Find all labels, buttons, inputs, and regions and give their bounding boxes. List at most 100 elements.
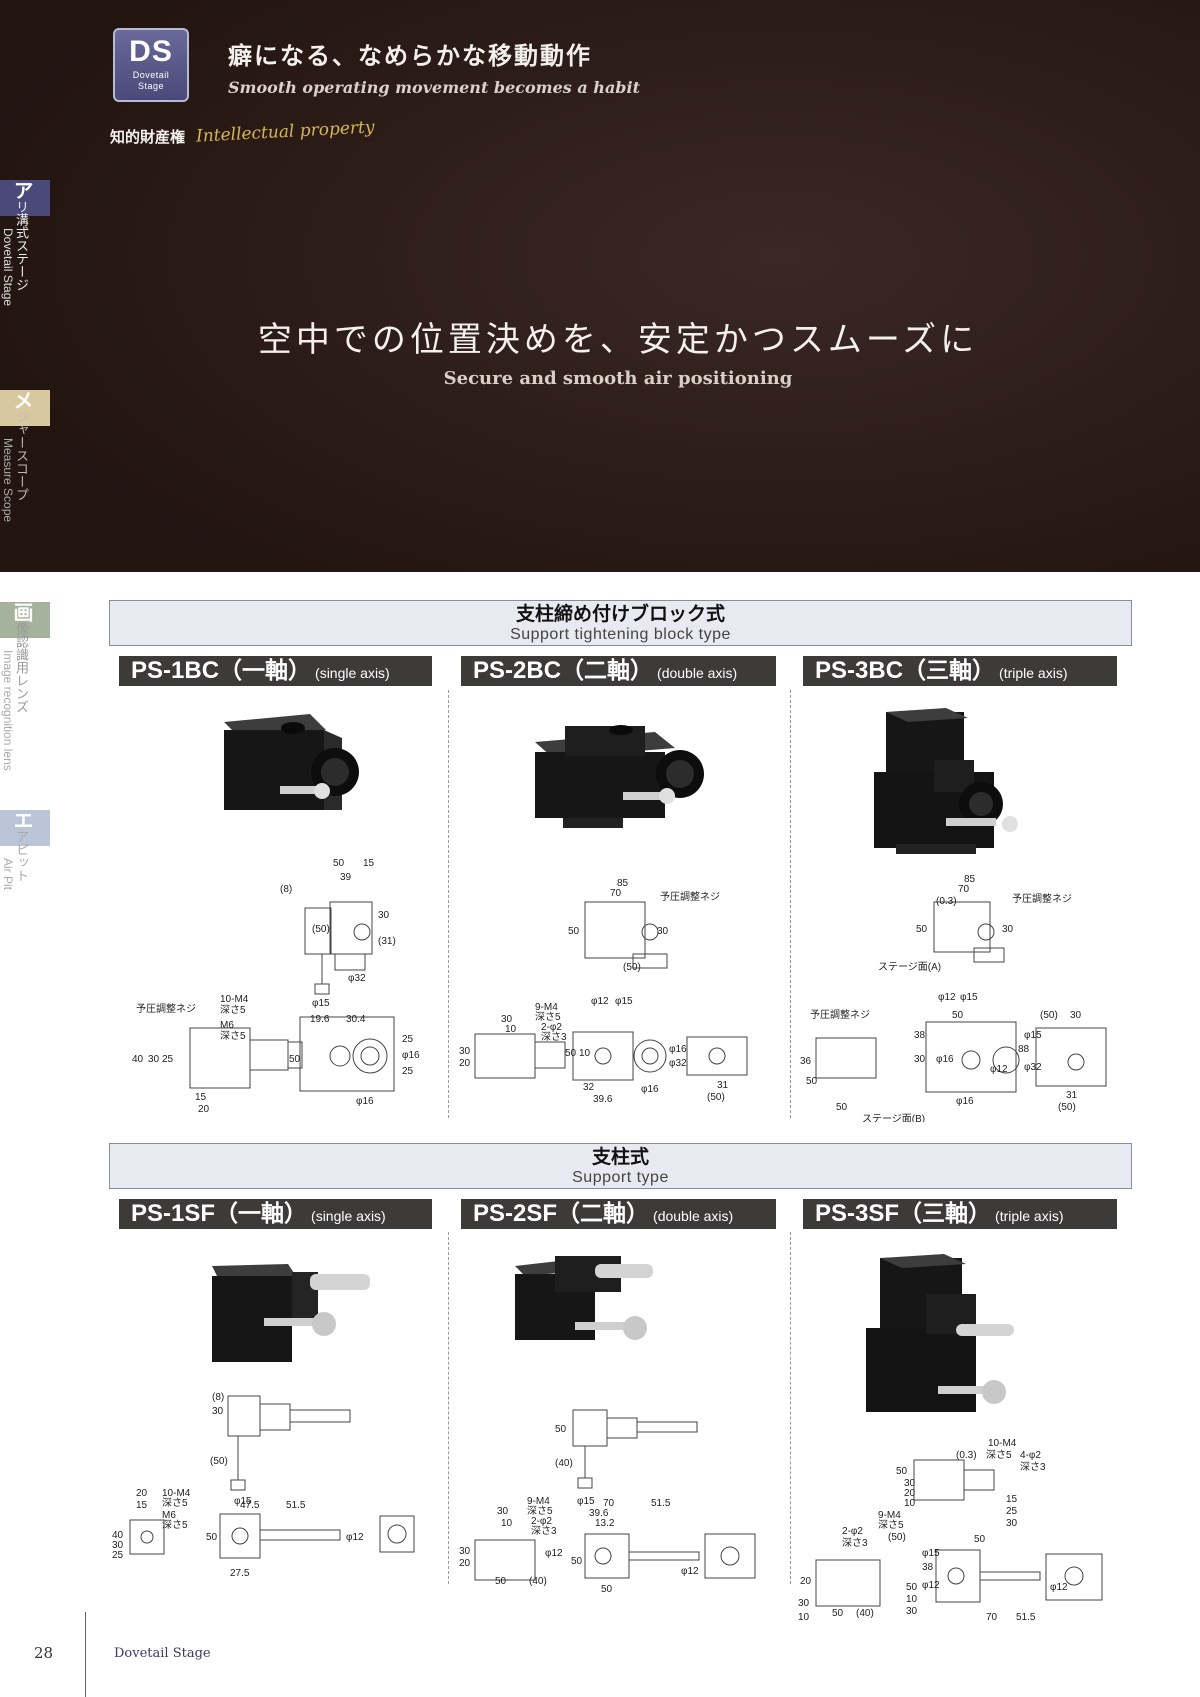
dim-label: 深さ5 xyxy=(220,1004,246,1016)
dim-label: 51.5 xyxy=(651,1498,671,1509)
dim-label: 38 xyxy=(914,1030,926,1041)
dim-label: 25 xyxy=(402,1066,414,1077)
dim-label: 50 xyxy=(206,1532,218,1543)
column-divider xyxy=(448,690,449,1118)
model-axis-ja: （二軸） xyxy=(557,1201,650,1227)
dim-label: 51.5 xyxy=(1016,1612,1036,1623)
dim-label: 70 xyxy=(986,1612,998,1623)
dim-label: 50 xyxy=(896,1466,908,1477)
model-name: PS-2SF xyxy=(473,1200,558,1227)
dim-label: M6 xyxy=(162,1510,176,1521)
dim-label: 50 xyxy=(916,924,928,935)
model-name: PS-1BC xyxy=(131,657,220,684)
dim-label: φ15 xyxy=(615,996,633,1007)
dim-label: 50 xyxy=(289,1054,301,1065)
model-axis-en: (single axis) xyxy=(315,665,390,681)
dim-label: 深さ3 xyxy=(1020,1461,1046,1473)
header-title-ja: 癖になる、なめらかな移動動作 xyxy=(228,41,592,70)
dim-label: 31 xyxy=(717,1080,729,1091)
dim-label: (50) xyxy=(623,962,641,973)
section-header-support-type: 支柱式 Support type xyxy=(109,1143,1132,1189)
dim-label: ステージ面(A) xyxy=(878,962,941,973)
dim-label: 10-M4 xyxy=(988,1438,1017,1449)
dim-label: φ16 xyxy=(956,1096,974,1107)
dim-label: 30 xyxy=(906,1606,918,1617)
dim-label: (31) xyxy=(378,936,396,947)
dim-label: 13.2 xyxy=(595,1518,615,1529)
model-name: PS-1SF xyxy=(131,1200,216,1227)
dim-label: φ12 xyxy=(346,1532,364,1543)
dim-label: 31 xyxy=(1066,1090,1078,1101)
dim-label: 85 xyxy=(617,878,629,889)
dim-label: 予圧調整ネジ xyxy=(1012,892,1072,905)
column-divider xyxy=(448,1232,449,1584)
dim-label: 25 xyxy=(1006,1506,1018,1517)
side-tab-measure-scope[interactable]: メジャースコープ Measure Scope xyxy=(0,390,50,560)
dim-label: 50 xyxy=(495,1576,507,1587)
section-title-ja: 支柱式 xyxy=(591,1146,649,1168)
hero-banner: DS Dovetail Stage 癖になる、なめらかな移動動作 Smooth … xyxy=(0,0,1200,572)
side-tab-swatch xyxy=(0,602,50,638)
side-tab-label-en: Dovetail Stage xyxy=(1,228,15,307)
dim-label: φ16 xyxy=(669,1044,687,1055)
dim-label: 深さ5 xyxy=(535,1011,561,1023)
dim-label: 20 xyxy=(198,1104,210,1115)
dim-label: 30 xyxy=(459,1546,471,1557)
dim-label: 70 xyxy=(603,1498,615,1509)
section-title-ja: 支柱締め付けブロック式 xyxy=(515,603,725,625)
side-tab-air-pit[interactable]: エアピット Air Pit xyxy=(0,810,50,910)
dim-label: 10 xyxy=(579,1048,591,1059)
header-title-en: Smooth operating movement becomes a habi… xyxy=(228,78,640,97)
dim-label: φ32 xyxy=(669,1058,687,1069)
model-label-ps-1bc: PS-1BC（一軸）(single axis) xyxy=(119,656,432,686)
dim-label: 50 xyxy=(906,1582,918,1593)
model-axis-en: (single axis) xyxy=(311,1208,386,1224)
product-photo-ps-2sf xyxy=(515,1256,653,1340)
dim-label: 深さ5 xyxy=(220,1030,246,1042)
dim-label: 51.5 xyxy=(286,1500,306,1511)
side-tab-label-en: Measure Scope xyxy=(1,438,15,523)
dim-label: 27.5 xyxy=(230,1568,250,1579)
dim-label: 47.5 xyxy=(240,1500,260,1511)
dim-label: 30 xyxy=(148,1054,160,1065)
dim-label: 70 xyxy=(610,888,622,899)
footer-divider xyxy=(85,1612,86,1697)
section-header-block-type: 支柱締め付けブロック式 Support tightening block typ… xyxy=(109,600,1132,646)
badge-sub-1: Dovetail xyxy=(132,70,170,80)
dim-label: φ15 xyxy=(234,1496,252,1507)
dim-label: 88 xyxy=(1018,1044,1030,1055)
dim-label: (40) xyxy=(555,1458,573,1469)
dim-label: (8) xyxy=(280,884,292,895)
dim-label: φ12 xyxy=(545,1548,563,1559)
side-tab-label-ja: 像認識用レンズ xyxy=(14,622,29,713)
dim-label: φ32 xyxy=(348,973,366,984)
model-name: PS-3SF xyxy=(815,1200,900,1227)
dim-label: φ12 xyxy=(990,1064,1008,1075)
dim-label: 20 xyxy=(904,1488,916,1499)
dim-label: 32 xyxy=(583,1082,595,1093)
side-tab-label-ja: ジャースコープ xyxy=(14,410,29,501)
dim-label: φ16 xyxy=(641,1084,659,1095)
product-figure-ps-1bc: 50 15 39 (8) 30 (50) (31) φ32 φ15 予圧調整ネジ… xyxy=(132,714,420,1115)
dim-label: 20 xyxy=(459,1058,471,1069)
dim-label: 深さ5 xyxy=(162,1497,188,1509)
model-axis-ja: （一軸） xyxy=(215,1201,308,1227)
dim-label: 30 xyxy=(1006,1518,1018,1529)
dim-label: 30 xyxy=(657,926,669,937)
dim-label: 予圧調整ネジ xyxy=(660,890,720,903)
dim-label: (8) xyxy=(212,1392,224,1403)
product-photo-ps-1bc xyxy=(224,714,359,810)
dim-label: 30.4 xyxy=(346,1014,366,1025)
dim-label: 9-M4 xyxy=(535,1002,558,1013)
dim-label: φ32 xyxy=(1024,1062,1042,1073)
side-tab-label-en: Air Pit xyxy=(1,858,15,891)
side-tab-image-recognition-lens[interactable]: 画像認識用レンズ Image recognition lens xyxy=(0,602,50,802)
dim-label: 20 xyxy=(800,1576,812,1587)
dim-label: 10 xyxy=(501,1518,513,1529)
intellectual-property-ja: 知的財産権 xyxy=(110,128,186,146)
side-tab-dovetail-stage[interactable]: アリ溝式ステージ Dovetail Stage xyxy=(0,180,50,330)
model-axis-ja: （三軸） xyxy=(903,658,996,684)
dim-label: φ15 xyxy=(960,992,978,1003)
badge-sub-2: Stage xyxy=(137,81,165,91)
dim-label: 深さ3 xyxy=(531,1525,557,1537)
